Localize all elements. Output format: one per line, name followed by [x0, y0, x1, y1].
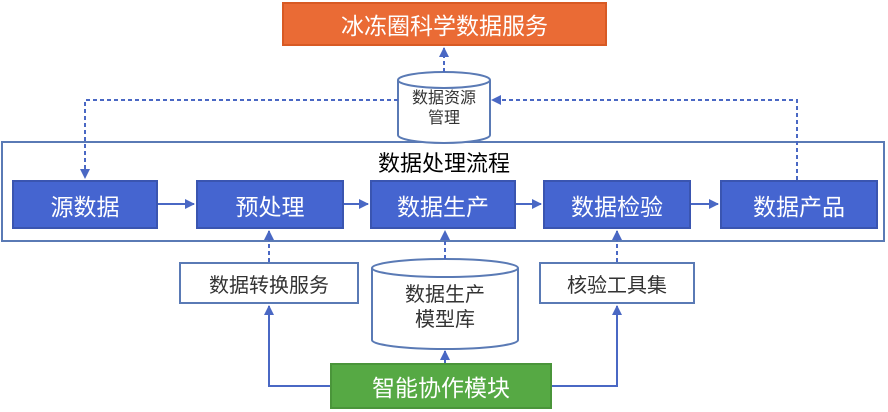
stage-source-data-label: 源数据	[50, 194, 120, 221]
arrow-module-to-tools	[552, 305, 622, 387]
cryosphere-data-service-box: 冰冻圈科学数据服务	[282, 2, 607, 46]
stage-data-check: 数据检验	[543, 180, 691, 229]
model-library-label: 数据生产 模型库	[372, 282, 518, 332]
stage-data-check-label: 数据检验	[571, 194, 663, 221]
processing-flow-title: 数据处理流程	[377, 152, 510, 177]
arrow-module-to-convert	[264, 305, 330, 387]
stage-data-product: 数据产品	[720, 180, 878, 229]
check-toolset-box: 核验工具集	[539, 262, 695, 304]
resource-management-line1: 数据资源	[411, 88, 476, 107]
cryosphere-data-service-label: 冰冻圈科学数据服务	[341, 14, 548, 40]
stage-data-production-label: 数据生产	[397, 194, 489, 221]
model-library-line1: 数据生产	[405, 282, 485, 306]
stage-source-data: 源数据	[12, 180, 158, 229]
data-conversion-service-label: 数据转换服务	[209, 272, 329, 297]
resource-management-label: 数据资源 管理	[398, 88, 490, 128]
intelligent-collaboration-label: 智能协作模块	[372, 376, 510, 402]
stage-preprocessing: 预处理	[196, 180, 344, 229]
stage-data-production: 数据生产	[370, 180, 516, 229]
intelligent-collaboration-module: 智能协作模块	[330, 363, 552, 409]
stage-data-product-label: 数据产品	[753, 194, 845, 221]
model-library-line2: 模型库	[415, 307, 475, 331]
resource-management-line2: 管理	[427, 108, 460, 127]
stage-preprocessing-label: 预处理	[235, 194, 305, 221]
check-toolset-label: 核验工具集	[567, 272, 667, 297]
data-conversion-service-box: 数据转换服务	[179, 262, 359, 304]
